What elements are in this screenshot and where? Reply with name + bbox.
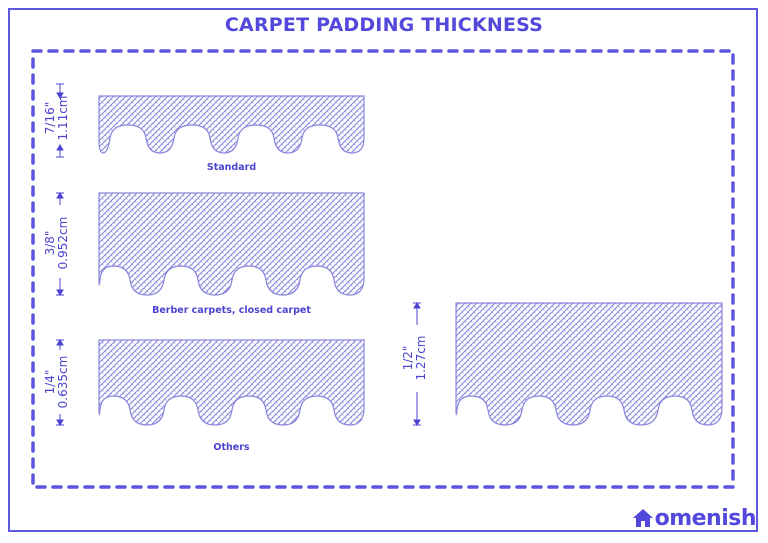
dim-standard-cm: 1.11cm <box>56 95 70 141</box>
label-berber: Berber carpets, closed carpet <box>152 305 311 316</box>
dim-others-cm: 0.635cm <box>56 355 70 409</box>
dim-half-inch: 1/2" 1.27cm <box>401 324 432 392</box>
pad-others-shape <box>98 339 365 426</box>
dim-others: 1/4" 0.635cm <box>43 345 74 419</box>
pad-half-inch-shape <box>455 302 723 426</box>
dim-berber-cm: 0.952cm <box>56 216 70 270</box>
outer-frame <box>8 8 758 532</box>
house-icon <box>632 509 653 527</box>
dashed-border <box>31 49 735 489</box>
pad-standard-shape <box>98 95 365 154</box>
dim-berber: 3/8" 0.952cm <box>43 206 74 280</box>
label-standard: Standard <box>206 162 257 173</box>
homenish-logo: omenish <box>632 506 757 531</box>
dim-half-inch-cm: 1.27cm <box>414 335 428 381</box>
label-others: Others <box>213 442 250 453</box>
logo-text: omenish <box>654 506 757 531</box>
dim-standard: 7/16" 1.11cm <box>43 88 74 148</box>
dimension-lines <box>56 83 421 426</box>
pad-berber-shape <box>98 192 365 296</box>
page-title: CARPET PADDING THICKNESS <box>224 14 544 36</box>
